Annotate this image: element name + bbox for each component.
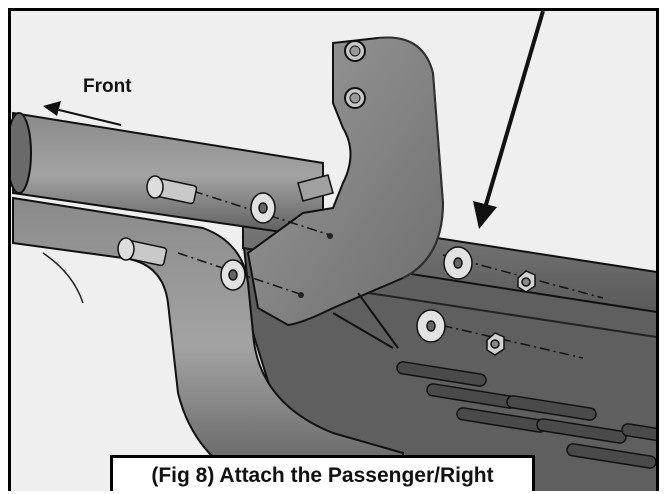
carriage-bolt: [117, 237, 168, 267]
figure-caption: (Fig 8) Attach the Passenger/Right: [110, 455, 535, 491]
carriage-bolt: [146, 175, 198, 205]
alignment-line: [192, 190, 334, 237]
washer-hole: [426, 320, 436, 332]
front-label: Front: [83, 76, 132, 97]
diagram-frame: Front: [8, 8, 659, 491]
step-slot: [566, 443, 656, 469]
bolt-icon: [146, 175, 164, 199]
tube-end-cap: [11, 112, 32, 194]
bolt-icon: [117, 237, 135, 261]
step-slots: [396, 361, 656, 469]
washer-hole: [228, 269, 238, 281]
bracket-strap: [357, 292, 399, 349]
bracket-strap: [332, 312, 394, 349]
lower-tube: [12, 196, 404, 491]
bolt-hole: [327, 233, 333, 239]
running-board-drawing: [11, 11, 656, 491]
nut-hole: [521, 277, 531, 287]
bolt-hole: [298, 292, 304, 298]
bolt-head-icon: [349, 45, 361, 57]
bracket-edge: [377, 36, 444, 279]
top-bolts: [344, 40, 366, 109]
callout-arrow-icon: [473, 11, 545, 229]
bracket-lip: [297, 174, 334, 202]
front-direction-arrow-icon: [43, 101, 122, 126]
step-slot: [396, 361, 487, 387]
nut-hole: [490, 339, 500, 349]
bolt-head-icon: [349, 92, 361, 104]
nuts: [486, 270, 536, 356]
step-slot: [536, 418, 627, 444]
washers: [220, 192, 473, 343]
tube-seam: [42, 252, 84, 304]
step-slot: [506, 395, 597, 421]
washer-hole: [453, 257, 463, 269]
washer-hole: [258, 202, 268, 214]
step-slot: [621, 423, 656, 445]
